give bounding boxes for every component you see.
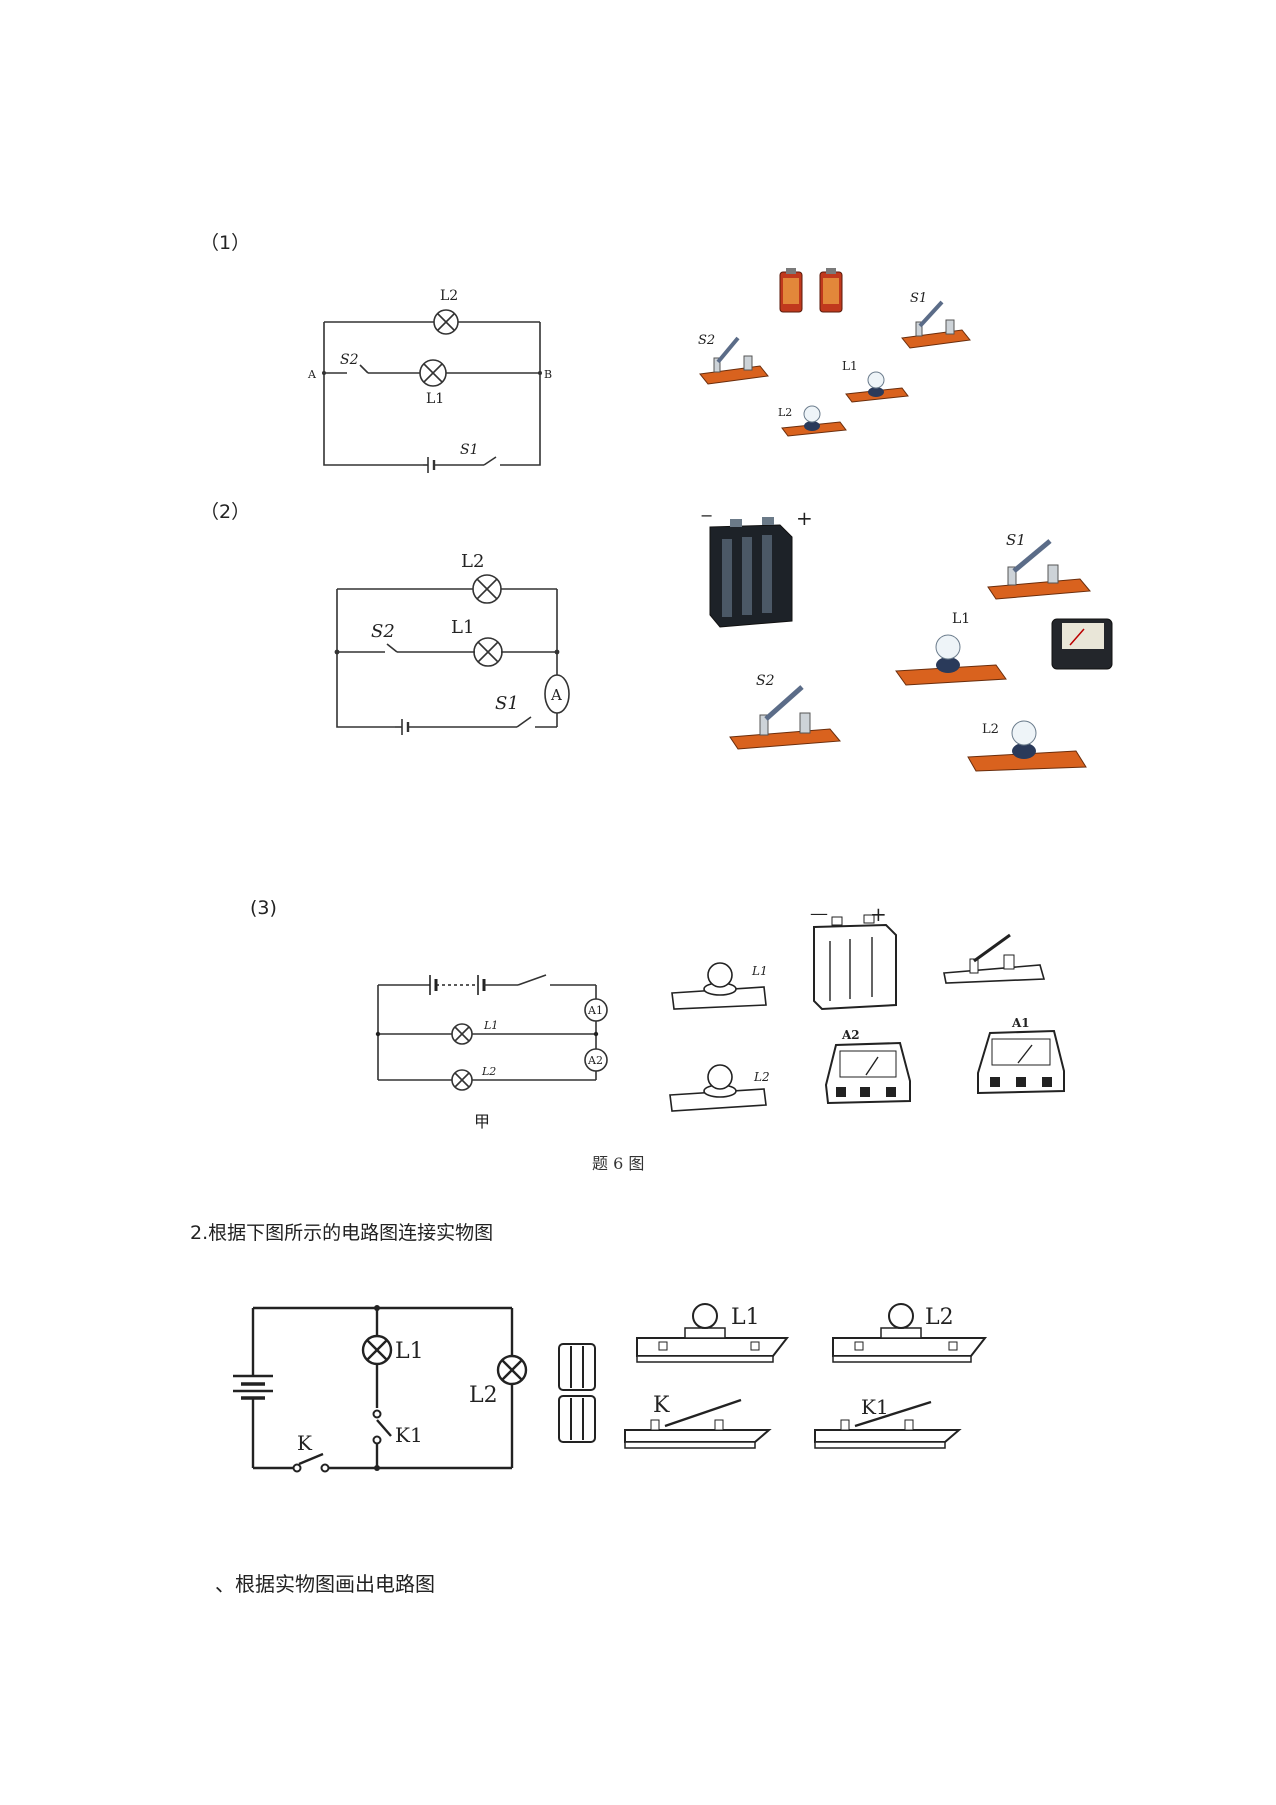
l1-part-label: L1 <box>952 611 970 627</box>
l2-part-label: L2 <box>925 1305 954 1330</box>
circuit-diagram-2: A L2 L1 S2 S1 <box>334 551 570 735</box>
a2-label: A2 <box>587 1054 603 1067</box>
ammeter-a1-component <box>977 1029 1065 1095</box>
lamp-l2-component <box>967 720 1087 772</box>
l1-label: L1 <box>395 1339 424 1364</box>
k1-label: K1 <box>395 1423 423 1447</box>
node-b-label: B <box>544 368 552 381</box>
ammeter-symbol <box>544 674 570 714</box>
switch-s2-component <box>699 336 769 385</box>
l2-label: L2 <box>440 288 458 304</box>
lamp-l1-component <box>636 1303 790 1363</box>
lamp-l1-symbol <box>361 1334 393 1366</box>
battery-box <box>813 914 897 1011</box>
l1-label: L1 <box>451 617 474 638</box>
components-picture-q2: L1 L2 K K1 <box>558 1303 988 1449</box>
battery-cell <box>819 268 843 313</box>
section-3-label: (3) <box>250 897 277 919</box>
a2-part-label: A2 <box>841 1028 860 1042</box>
s2-label: S2 <box>340 352 359 368</box>
l2-part-label: L2 <box>982 722 999 737</box>
figure-caption: 题 6 图 <box>592 1154 645 1173</box>
lamp-l2-symbol <box>433 309 459 335</box>
k1-part-label: K1 <box>861 1395 889 1419</box>
lamp-l2-symbol <box>451 1069 473 1091</box>
k-part-label: K <box>653 1393 670 1418</box>
ammeter-a2-symbol <box>584 1048 608 1072</box>
lamp-l2-symbol <box>472 574 502 604</box>
question-3-text: 、根据实物图画出电路图 <box>215 1572 435 1596</box>
circuit-diagram-1: A B L2 L1 S2 S1 <box>307 288 552 473</box>
lamp-l1-component <box>671 962 767 1010</box>
l2-part-label: L2 <box>778 406 792 419</box>
node-a-label: A <box>307 368 317 381</box>
ammeter-label: A <box>550 686 562 704</box>
l1-label: L1 <box>426 391 444 407</box>
battery-cell <box>558 1343 596 1391</box>
plus-label: + <box>870 902 887 926</box>
l1-part-label: L1 <box>731 1305 760 1330</box>
s2-label: S2 <box>371 621 395 642</box>
lamp-l1-component <box>845 371 909 403</box>
s1-label: S1 <box>495 693 519 714</box>
switch-k1-component <box>814 1400 962 1449</box>
lamp-l2-symbol <box>496 1354 528 1386</box>
components-picture-1: S2 S1 L1 L2 <box>698 268 971 437</box>
battery-cell <box>779 268 803 313</box>
battery-cell <box>558 1395 596 1443</box>
question-2-text: 2.根据下图所示的电路图连接实物图 <box>190 1222 494 1244</box>
plus-label: + <box>796 506 813 530</box>
lamp-l1-component <box>895 634 1007 686</box>
section-1-label: （1） <box>200 232 251 254</box>
storage-battery <box>709 517 793 628</box>
caption-jia: 甲 <box>474 1112 490 1131</box>
switch-k-component <box>624 1398 772 1449</box>
s2-part-label: S2 <box>698 333 715 348</box>
lamp-l1-symbol <box>473 637 503 667</box>
s1-label: S1 <box>460 442 479 458</box>
switch-s1-component <box>987 539 1091 600</box>
minus-label: — <box>810 903 828 924</box>
ammeter-a1-symbol <box>584 998 608 1022</box>
circuit-diagram-3: A1 A2 L1 L2 甲 <box>375 974 608 1131</box>
ammeter-a2-component <box>824 1041 911 1105</box>
switch-component <box>943 933 1046 984</box>
lamp-l1-symbol <box>419 359 447 387</box>
lamp-l1-symbol <box>451 1023 473 1045</box>
k-label: K <box>297 1431 313 1455</box>
components-picture-2: − + S1 L1 S2 L2 <box>700 506 1113 772</box>
minus-label: − <box>700 506 713 525</box>
l1-label: L1 <box>483 1019 498 1032</box>
s1-part-label: S1 <box>1006 531 1026 549</box>
l2-label: L2 <box>461 551 484 572</box>
ammeter-component <box>1051 618 1113 670</box>
lamp-l2-component <box>832 1303 988 1363</box>
l1-part-label: L1 <box>751 964 768 978</box>
switch-s1-component <box>901 300 971 349</box>
l2-part-label: L2 <box>753 1070 770 1084</box>
s2-part-label: S2 <box>756 673 775 689</box>
lamp-l2-component <box>781 405 847 437</box>
switch-s2-component <box>729 685 842 750</box>
lamp-l2-component <box>669 1064 767 1112</box>
components-picture-3: L1 — + L2 A2 A1 <box>669 902 1065 1112</box>
s1-part-label: S1 <box>910 291 927 306</box>
section-2-label: （2） <box>200 501 251 523</box>
a1-part-label: A1 <box>1011 1016 1030 1030</box>
circuit-diagram-q2: L1 L2 K1 K <box>233 1305 528 1473</box>
l2-label: L2 <box>469 1383 498 1408</box>
l1-part-label: L1 <box>842 359 858 373</box>
l2-label: L2 <box>481 1065 496 1078</box>
a1-label: A1 <box>587 1004 603 1017</box>
